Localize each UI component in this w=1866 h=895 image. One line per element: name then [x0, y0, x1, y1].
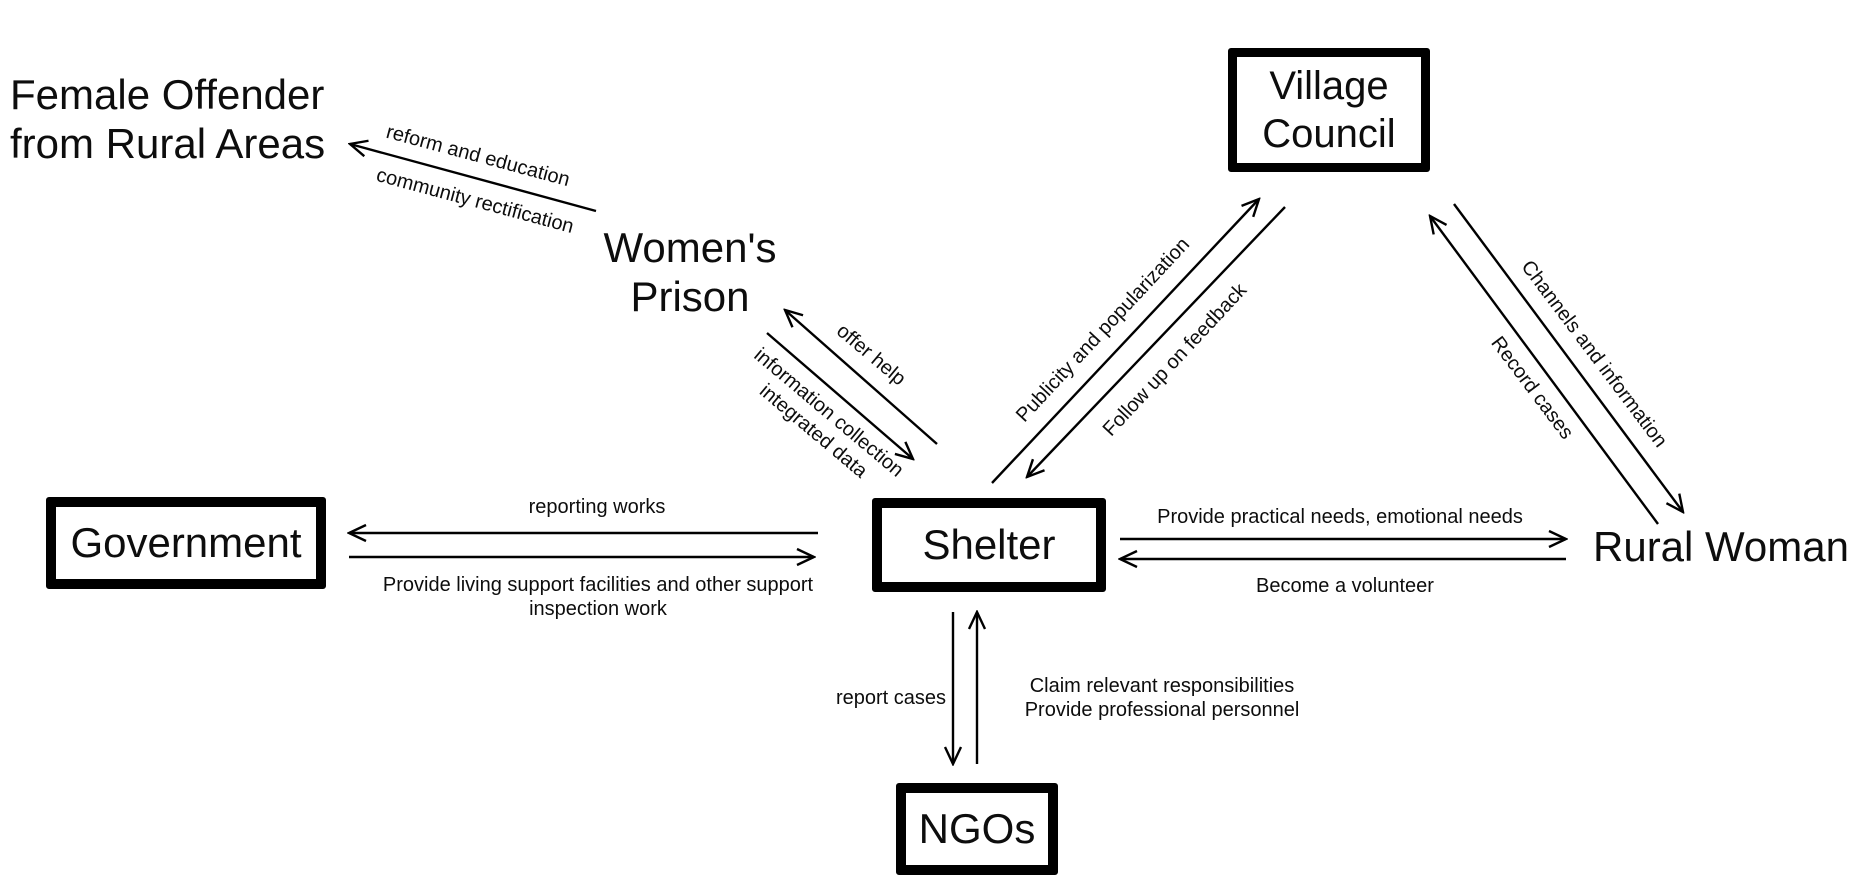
node-ngos: NGOs — [896, 783, 1058, 875]
arrow-council-to-shelter — [1027, 206, 1286, 477]
arrow-woman-to-council — [1430, 216, 1659, 525]
node-rural-woman: Rural Woman — [1593, 523, 1849, 570]
node-government: Government — [46, 497, 326, 589]
edge-label-become-volunteer: Become a volunteer — [1256, 575, 1434, 597]
arrow-shelter-to-prison — [785, 310, 938, 445]
node-village-council: Village Council — [1228, 48, 1430, 172]
arrow-prison-to-offender — [350, 144, 597, 213]
arrow-shelter-to-council — [991, 199, 1259, 484]
arrow-prison-to-shelter — [766, 332, 913, 459]
edge-label-living-support: Provide living support facilities and ot… — [382, 574, 814, 620]
node-womens-prison: Women's Prison — [603, 224, 777, 321]
edge-label-provide-needs: Provide practical needs, emotional needs — [1157, 506, 1523, 528]
node-female-offender: Female Offender from Rural Areas — [10, 71, 326, 168]
node-shelter: Shelter — [872, 498, 1106, 592]
arrow-council-to-woman — [1453, 203, 1683, 512]
edge-label-claim-responsibilities: Claim relevant responsibilities Provide … — [1024, 675, 1300, 721]
edge-label-reporting-works: reporting works — [528, 496, 666, 518]
edge-label-report-cases: report cases — [835, 687, 947, 709]
